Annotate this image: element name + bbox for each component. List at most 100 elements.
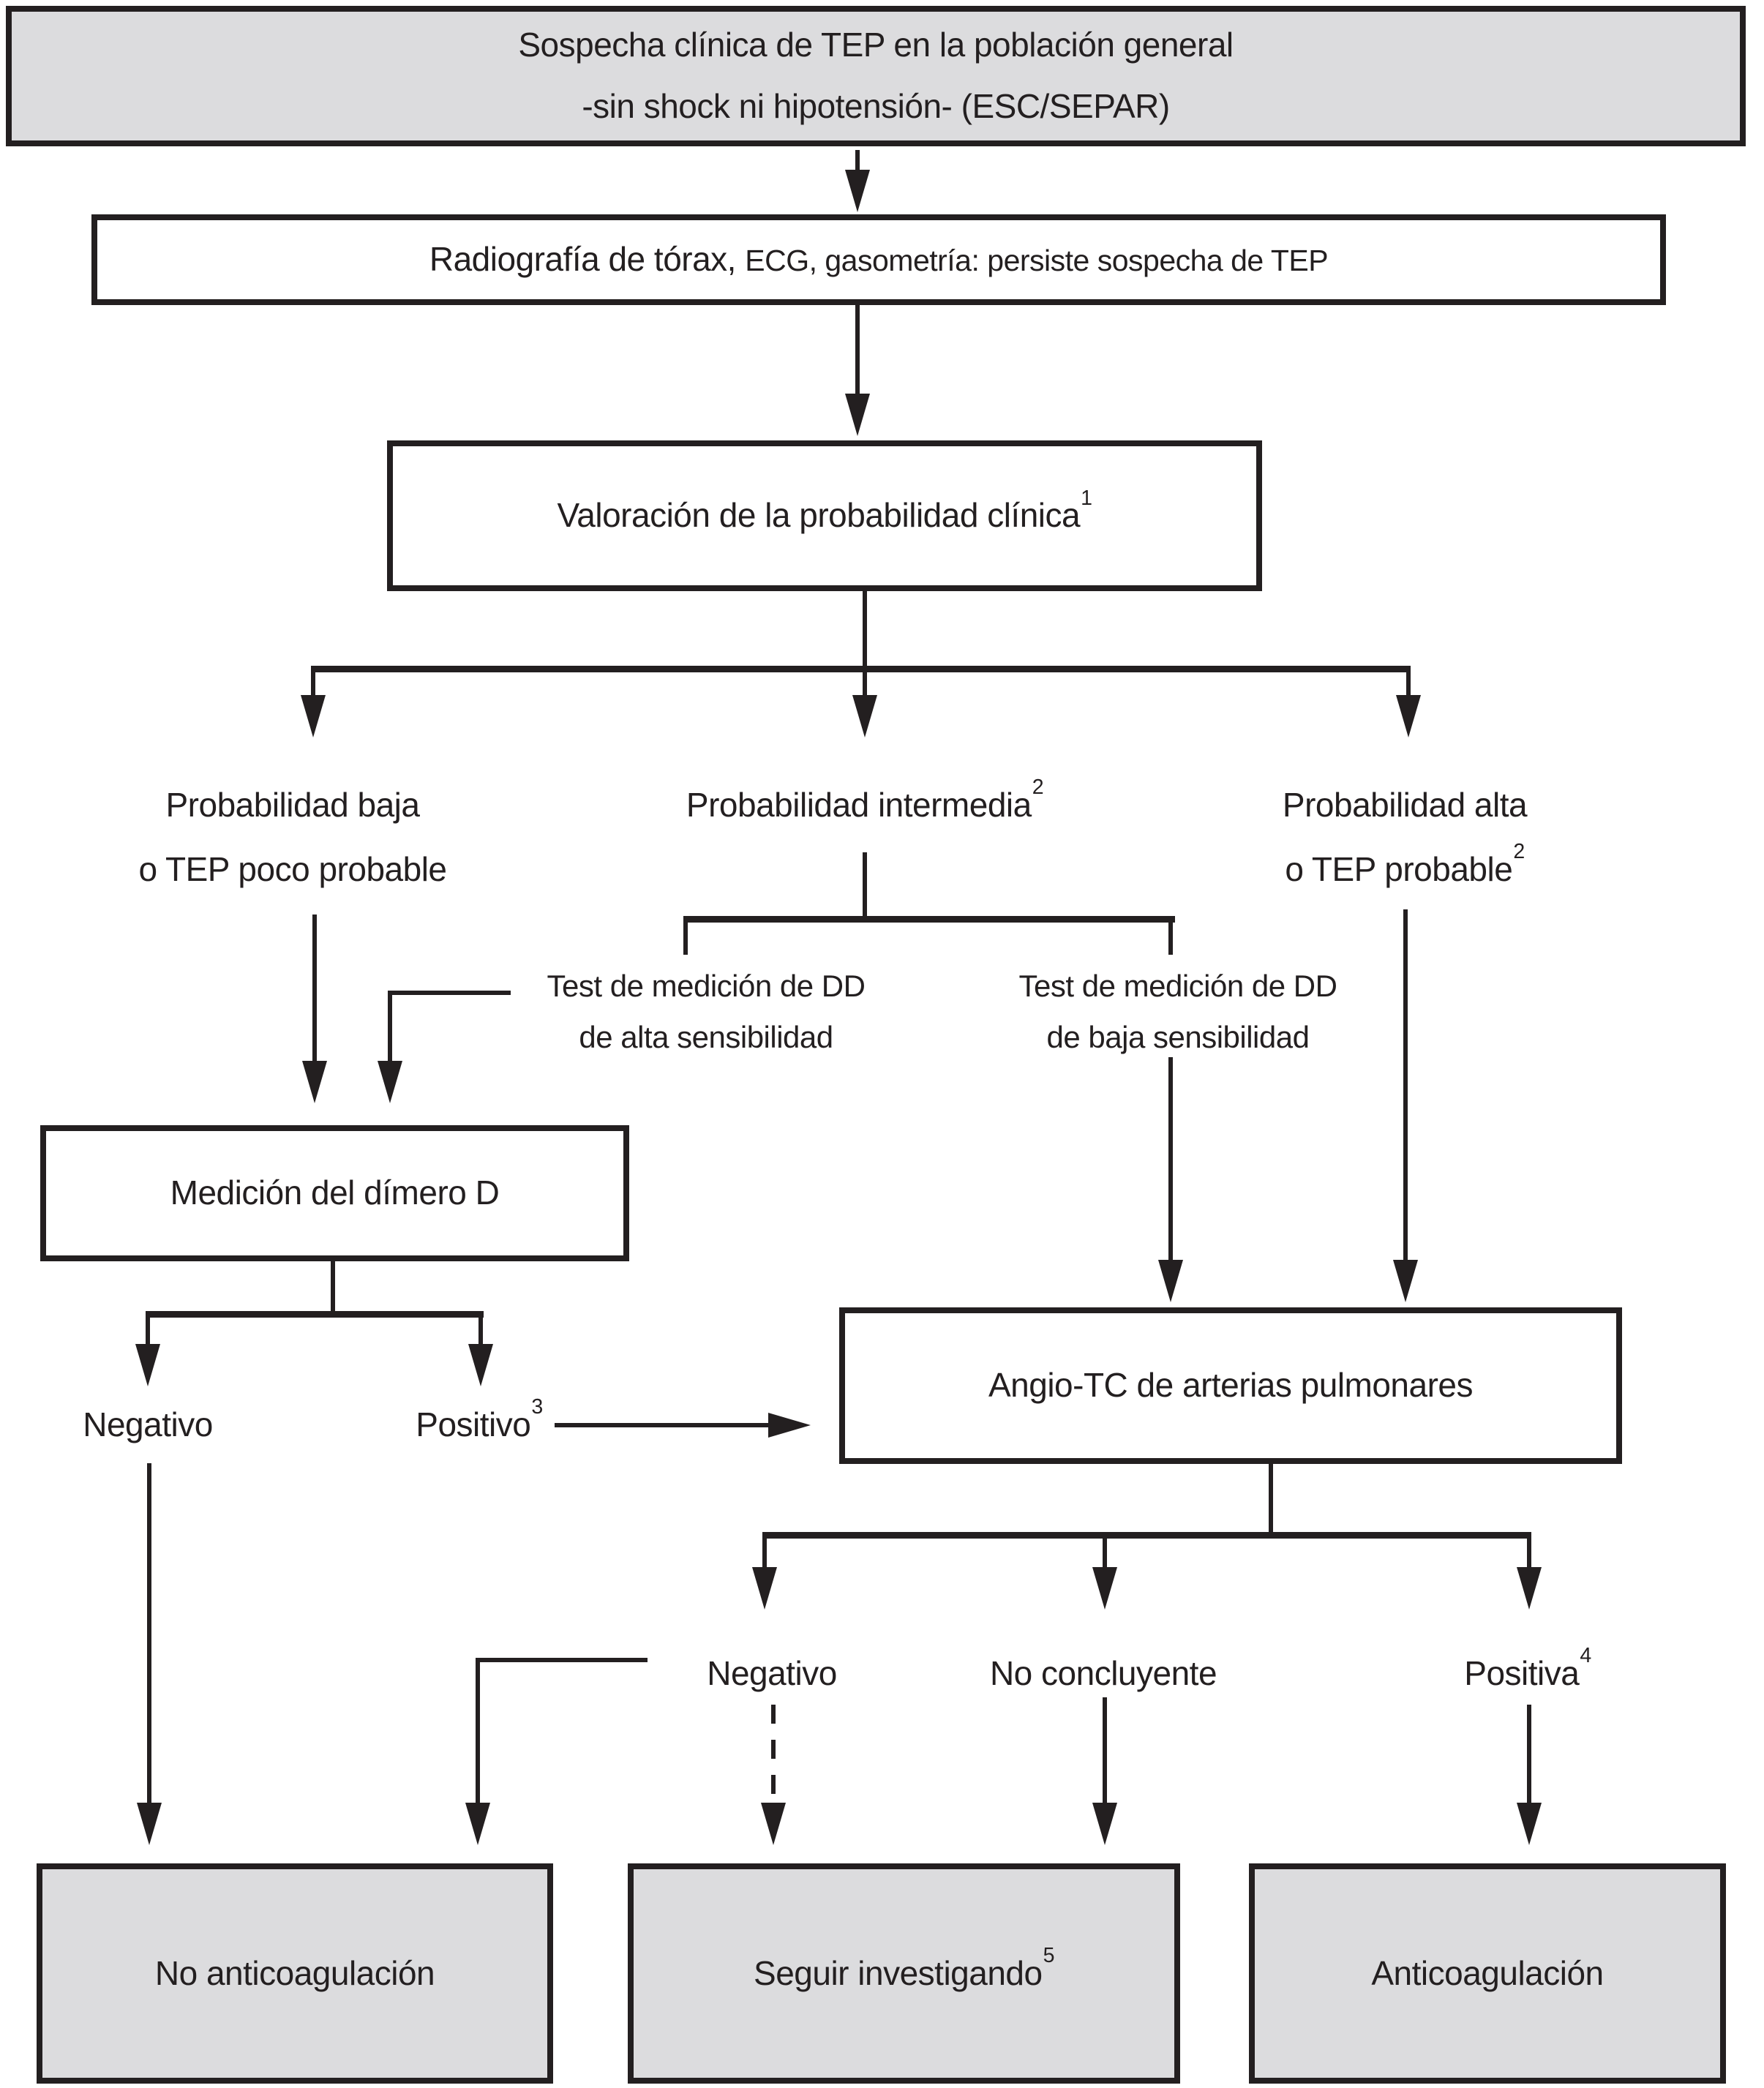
stub-to-dd-low-sens [1168,916,1173,955]
arrow-to-high-probability-line [1406,666,1411,696]
probability-footnote-sup: 1 [1081,486,1092,510]
box-outcome-keep-investigating: Seguir investigando5 [628,1863,1180,2084]
angio-positive-text: Positiva [1464,1654,1580,1692]
box-initial-workup: Radiografía de tórax, ECG, gasometría: p… [91,214,1666,305]
probability-high-footnote-sup: 2 [1513,840,1525,864]
box-outcome-no-anticoagulation: No anticoagulación [37,1863,553,2084]
stub-to-dd-high-sens [683,916,688,955]
box-d-dimer-text: Medición del dímero D [170,1173,500,1212]
arrow-to-low-probability-head [301,695,326,737]
arrow-suspicion-to-workup-line [855,150,860,176]
arrow-to-angio-negative-line [762,1532,767,1569]
outcome-anticoagulation-text: Anticoagulación [1371,1953,1604,1992]
outcome-keep-investigating-text: Seguir investigando5 [754,1943,1054,2005]
arrow-angio-positive-to-anticoag-line [1527,1705,1531,1803]
arrow-dd-low-sens-to-angio-line [1168,1057,1173,1260]
box-clinical-probability-text: Valoración de la probabilidad clínica1 [558,485,1092,547]
dimer-positive-text: Positivo [416,1405,531,1443]
dd-test-high-sens-line1: Test de medición de DD [547,969,866,1003]
split-dimer-result-crossbar [146,1311,484,1318]
arrow-to-angio-positive-line [1527,1532,1531,1569]
label-angio-inconclusive: No concluyente [975,1641,1231,1705]
arrow-dimer-positive-to-angio-head [768,1413,811,1438]
label-dimer-negative: Negativo [38,1392,258,1457]
arrow-to-intermediate-probability-head [852,695,877,737]
split-angio-result-crossbar [762,1532,1531,1539]
split-dd-test-crossbar [683,916,1175,923]
arrow-dd-low-sens-to-angio-head [1158,1260,1183,1302]
arrow-high-prob-to-angio-head [1393,1260,1418,1302]
label-probability-high: Probabilidad alta o TEP probable2 [1178,773,1632,901]
arrow-angio-positive-to-anticoag-head [1517,1803,1542,1845]
dd-test-low-sens-line1: Test de medición de DD [1018,969,1337,1003]
arrow-inconclusive-to-investigate-line [1103,1697,1107,1803]
box-initial-workup-text: Radiografía de tórax, ECG, gasometría: p… [429,229,1329,290]
arrow-low-prob-to-dimer-head [302,1061,327,1103]
arrow-to-angio-negative-head [752,1567,777,1610]
label-dd-test-high-sensitivity: Test de medición de DD de alta sensibili… [487,961,926,1063]
arrow-suspicion-to-workup-head [845,170,870,212]
angio-positive-footnote-sup: 4 [1580,1644,1591,1668]
box-clinical-probability: Valoración de la probabilidad clínica1 [387,440,1262,591]
dashed-arrow-angio-negative-to-investigate-head [761,1803,786,1845]
stem-dimer-result-split [331,1261,335,1313]
elbow-angio-negative-horizontal [476,1658,648,1662]
probability-intermediate-text: Probabilidad intermedia [686,786,1032,824]
split-probability-crossbar [311,666,1411,672]
arrow-high-prob-to-angio-line [1403,909,1408,1260]
box-ct-angiography: Angio-TC de arterias pulmonares [839,1307,1622,1464]
probability-high-line2-text: o TEP probable [1285,850,1513,888]
arrow-dd-high-sens-to-dimer-line [388,991,392,1061]
arrow-to-dimer-negative-line [146,1311,150,1345]
arrow-to-dimer-positive-head [468,1344,493,1386]
arrow-dimer-negative-to-no-anticoag-line [147,1463,151,1803]
label-angio-positive: Positiva4 [1418,1641,1637,1705]
arrow-to-dimer-negative-head [135,1344,160,1386]
arrow-angio-negative-to-no-anticoag-line [476,1658,480,1803]
arrow-low-prob-to-dimer-line [312,915,317,1061]
box-clinical-suspicion-line1: Sospecha clínica de TEP en la población … [518,26,1234,64]
box-outcome-anticoagulation: Anticoagulación [1249,1863,1726,2084]
box-d-dimer-measurement: Medición del dímero D [40,1125,629,1261]
workup-rest-text: ECG, gasometría: persiste sospecha de TE… [745,244,1329,278]
label-angio-negative: Negativo [662,1641,882,1705]
arrow-dimer-positive-to-angio-line [555,1423,768,1427]
dashed-arrow-angio-negative-to-investigate-line [771,1705,776,1803]
probability-low-line1: Probabilidad baja [165,786,421,824]
stem-intermediate-to-dd-split [863,852,867,919]
arrow-to-angio-positive-head [1517,1567,1542,1610]
elbow-dd-high-sens-horizontal [388,991,511,995]
outcome-no-anticoagulation-text: No anticoagulación [154,1953,435,1992]
arrow-to-angio-inconclusive-line [1103,1532,1107,1569]
dd-test-high-sens-line2: de alta sensibilidad [579,1020,833,1054]
arrow-inconclusive-to-investigate-head [1092,1803,1117,1845]
arrow-dd-high-sens-to-dimer-head [378,1061,402,1103]
probability-text: Valoración de la probabilidad clínica [557,496,1081,535]
arrow-to-high-probability-head [1396,695,1421,737]
keep-investigating-text: Seguir investigando [754,1953,1043,1992]
dimer-negative-text: Negativo [83,1405,213,1443]
dimer-positive-footnote-sup: 3 [531,1395,543,1419]
probability-intermediate-footnote-sup: 2 [1032,776,1044,800]
box-clinical-suspicion-line2: -sin shock ni hipotensión- (ESC/SEPAR) [582,87,1170,125]
label-dimer-positive: Positivo3 [369,1392,589,1457]
dd-test-low-sens-line2: de baja sensibilidad [1046,1020,1310,1054]
label-probability-intermediate: Probabilidad intermedia2 [609,773,1121,837]
probability-high-line1: Probabilidad alta [1282,786,1528,824]
probability-low-line2: o TEP poco probable [138,850,447,888]
arrow-to-dimer-positive-line [478,1311,483,1345]
angio-inconclusive-text: No concluyente [989,1654,1217,1692]
workup-lead-text: Radiografía de tórax, [429,240,746,279]
stem-angio-result-split [1269,1463,1273,1535]
arrow-dimer-negative-to-no-anticoag-head [137,1803,162,1845]
arrow-workup-to-probability-head [845,394,870,436]
arrow-workup-to-probability-line [855,305,860,398]
arrow-to-low-probability-line [311,666,315,696]
arrow-to-angio-inconclusive-head [1092,1567,1117,1610]
probability-high-line2: o TEP probable2 [1178,837,1632,901]
box-clinical-suspicion: Sospecha clínica de TEP en la población … [6,6,1746,146]
box-ct-angiography-text: Angio-TC de arterias pulmonares [988,1366,1474,1405]
angio-negative-text: Negativo [707,1654,837,1692]
arrow-angio-negative-to-no-anticoag-head [465,1803,490,1845]
